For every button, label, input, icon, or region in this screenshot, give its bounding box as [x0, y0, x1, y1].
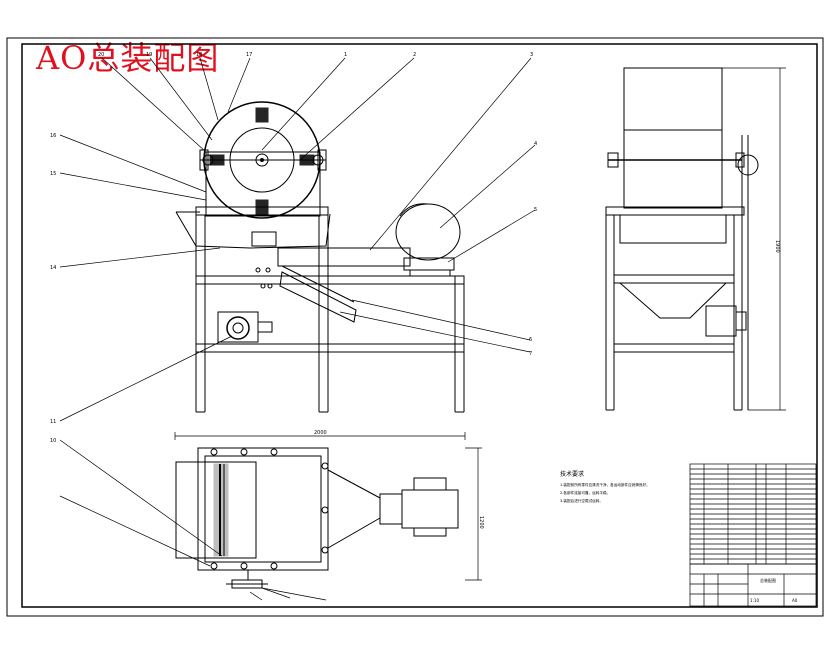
outer-frame — [6, 37, 824, 617]
drawing-title: AO总装配图 — [36, 39, 220, 77]
notes-line: 1.装配前所有零件应清洗干净，各运动部件应润滑良好。 — [560, 482, 650, 487]
side-hopper — [623, 67, 723, 131]
fan-housing — [395, 203, 461, 261]
side-view — [605, 67, 759, 411]
dim-top-overall: 2000 — [314, 430, 327, 436]
discharge-chute — [279, 271, 357, 323]
dim-plan-width: 1200 — [478, 516, 484, 529]
top-fan — [401, 489, 459, 529]
part-label: 20 — [98, 52, 104, 58]
side-hopper-lower — [619, 282, 727, 319]
title-block-sheet: A0 — [792, 598, 798, 603]
top-view — [174, 432, 482, 589]
part-label: 17 — [246, 52, 252, 58]
title-block-name: 总装配图 — [760, 577, 776, 583]
notes-line: 2.各部件连接可靠，运转平稳。 — [560, 490, 610, 495]
drum-housing — [205, 151, 321, 217]
side-motor — [705, 305, 737, 337]
parts-table-rows — [690, 468, 816, 560]
part-label: 16 — [50, 133, 56, 139]
part-label: 3 — [530, 52, 533, 58]
notes-line: 3.装配后进行空载试运转。 — [560, 498, 603, 503]
leader-lines-front — [59, 57, 536, 422]
part-label: 6 — [529, 337, 532, 343]
drum-lug — [255, 107, 269, 123]
part-label: 7 — [529, 351, 532, 357]
part-label: 11 — [50, 419, 56, 425]
part-label: 15 — [50, 171, 56, 177]
leader-lines-top — [59, 439, 327, 601]
top-hopper — [175, 461, 257, 559]
part-label: 4 — [534, 141, 537, 147]
part-label: 14 — [50, 265, 56, 271]
notes-heading: 技术要求 — [560, 470, 584, 478]
part-label: 18 — [196, 52, 202, 58]
title-block — [689, 563, 817, 607]
hopper — [175, 211, 331, 249]
front-view — [175, 101, 465, 413]
dim-side-height: 1900 — [774, 240, 780, 253]
side-dimension — [722, 67, 786, 411]
part-label: 2 — [413, 52, 416, 58]
part-label: 10 — [50, 438, 56, 444]
top-fan-duct — [379, 493, 403, 525]
frame-top — [195, 206, 329, 216]
title-block-scale: 1:10 — [750, 598, 759, 603]
air-duct — [327, 247, 411, 267]
frame-crossbar — [195, 275, 465, 285]
inner-frame — [21, 43, 818, 608]
parts-table — [689, 463, 817, 565]
part-label: 1 — [344, 52, 347, 58]
part-label: 19 — [146, 52, 152, 58]
part-label: 5 — [534, 207, 537, 213]
frame-lower-crossbar — [195, 343, 465, 353]
